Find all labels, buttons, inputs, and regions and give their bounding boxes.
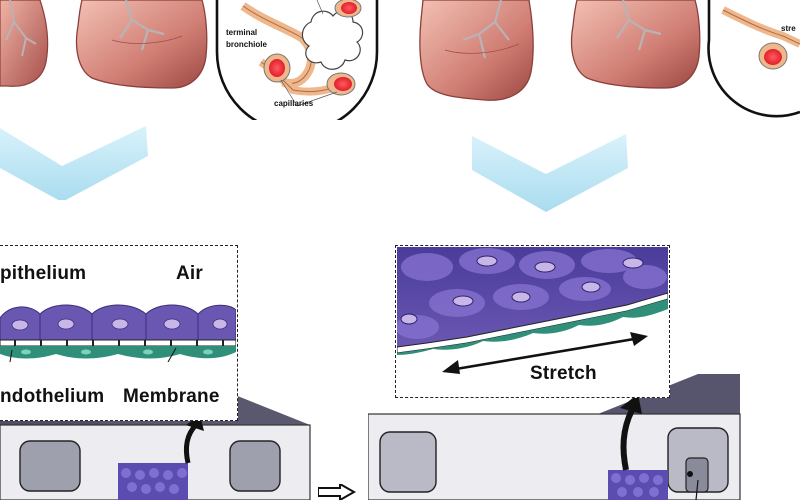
stretched-cell-layers	[397, 247, 668, 355]
organ-chip-device-right	[368, 374, 741, 500]
alveolus-inset-left	[215, 0, 379, 120]
label-terminal: terminal	[226, 28, 258, 37]
double-arrow-icon	[442, 332, 648, 374]
right-lung-left-lobe	[419, 0, 534, 101]
arrow-right-icon	[318, 484, 357, 500]
label-capillaries: capillaries	[274, 99, 314, 108]
left-lung-lobe	[75, 0, 208, 89]
label-air: Air	[176, 263, 203, 284]
label-stretch-inset: stre	[781, 24, 796, 33]
label-bronchiole: bronchiole	[226, 40, 267, 49]
chevron-down-icon	[0, 126, 148, 200]
chevron-down-icon	[472, 134, 628, 212]
left-lung-partial	[0, 0, 49, 87]
alveolus-inset-right	[707, 0, 800, 118]
cell-layers-left	[0, 304, 236, 363]
label-stretch: Stretch	[530, 363, 597, 384]
right-lung-right-lobe	[570, 0, 701, 89]
label-membrane: Membrane	[123, 386, 220, 407]
label-epithelium: pithelium	[0, 263, 87, 284]
label-endothelium: ndothelium	[0, 386, 105, 407]
